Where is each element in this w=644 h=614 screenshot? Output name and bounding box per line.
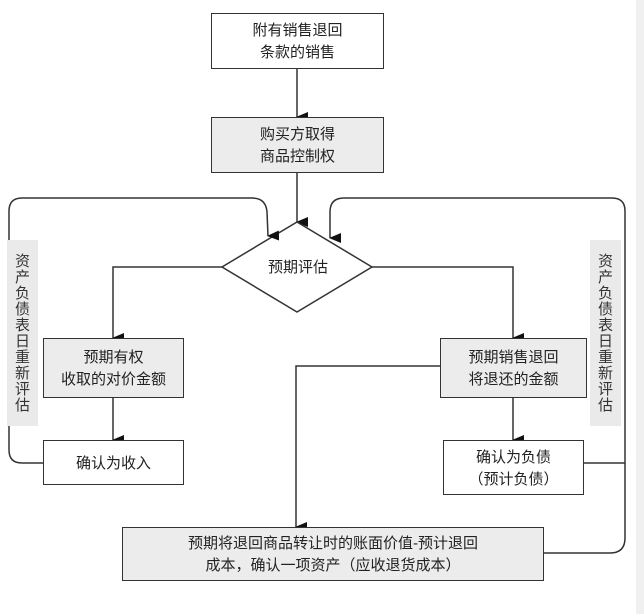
node-asset-line2: 成本，确认一项资产（应收退货成本） (205, 556, 461, 574)
node-revenue: 确认为收入 (43, 440, 184, 485)
node-start: 附有销售退回 条款的销售 (211, 13, 384, 69)
decision-label: 预期评估 (267, 258, 328, 276)
node-start-line2: 条款的销售 (259, 43, 335, 61)
node-left-amount-line1: 预期有权 (83, 348, 144, 366)
loop-right (329, 197, 626, 554)
node-right-amount-line1: 预期销售退回 (468, 348, 559, 366)
node-left-amount-line2: 收取的对价金额 (60, 370, 166, 388)
node-liability: 确认为负债 （预计负债） (443, 440, 584, 495)
node-control-line2: 商品控制权 (259, 147, 335, 165)
loop-left (8, 197, 280, 464)
right-edge-strip (636, 0, 644, 614)
node-start-line1: 附有销售退回 (252, 21, 343, 39)
node-asset: 预期将退回商品转让时的账面价值-预计退回 成本，确认一项资产（应收退货成本） (122, 527, 544, 581)
node-liability-line2: （预计负债） (468, 469, 559, 488)
node-right-amount: 预期销售退回 将退还的金额 (440, 338, 587, 398)
side-label-right: 资产负债表日重新评估 (590, 240, 621, 426)
arrow-right-amount-to-asset (295, 365, 440, 532)
node-revenue-label: 确认为收入 (75, 453, 151, 472)
node-liability-line1: 确认为负债 (475, 447, 551, 466)
node-control: 购买方取得 商品控制权 (211, 117, 384, 173)
node-control-line1: 购买方取得 (259, 125, 335, 143)
node-asset-line1: 预期将退回商品转让时的账面价值-预计退回 (187, 534, 479, 552)
arrow-decision-right (372, 266, 524, 343)
decision-diamond (220, 221, 374, 313)
side-label-left: 资产负债表日重新评估 (7, 240, 38, 426)
node-left-amount: 预期有权 收取的对价金额 (43, 338, 184, 398)
node-right-amount-line2: 将退还的金额 (468, 370, 559, 388)
arrow-decision-left (112, 266, 222, 343)
